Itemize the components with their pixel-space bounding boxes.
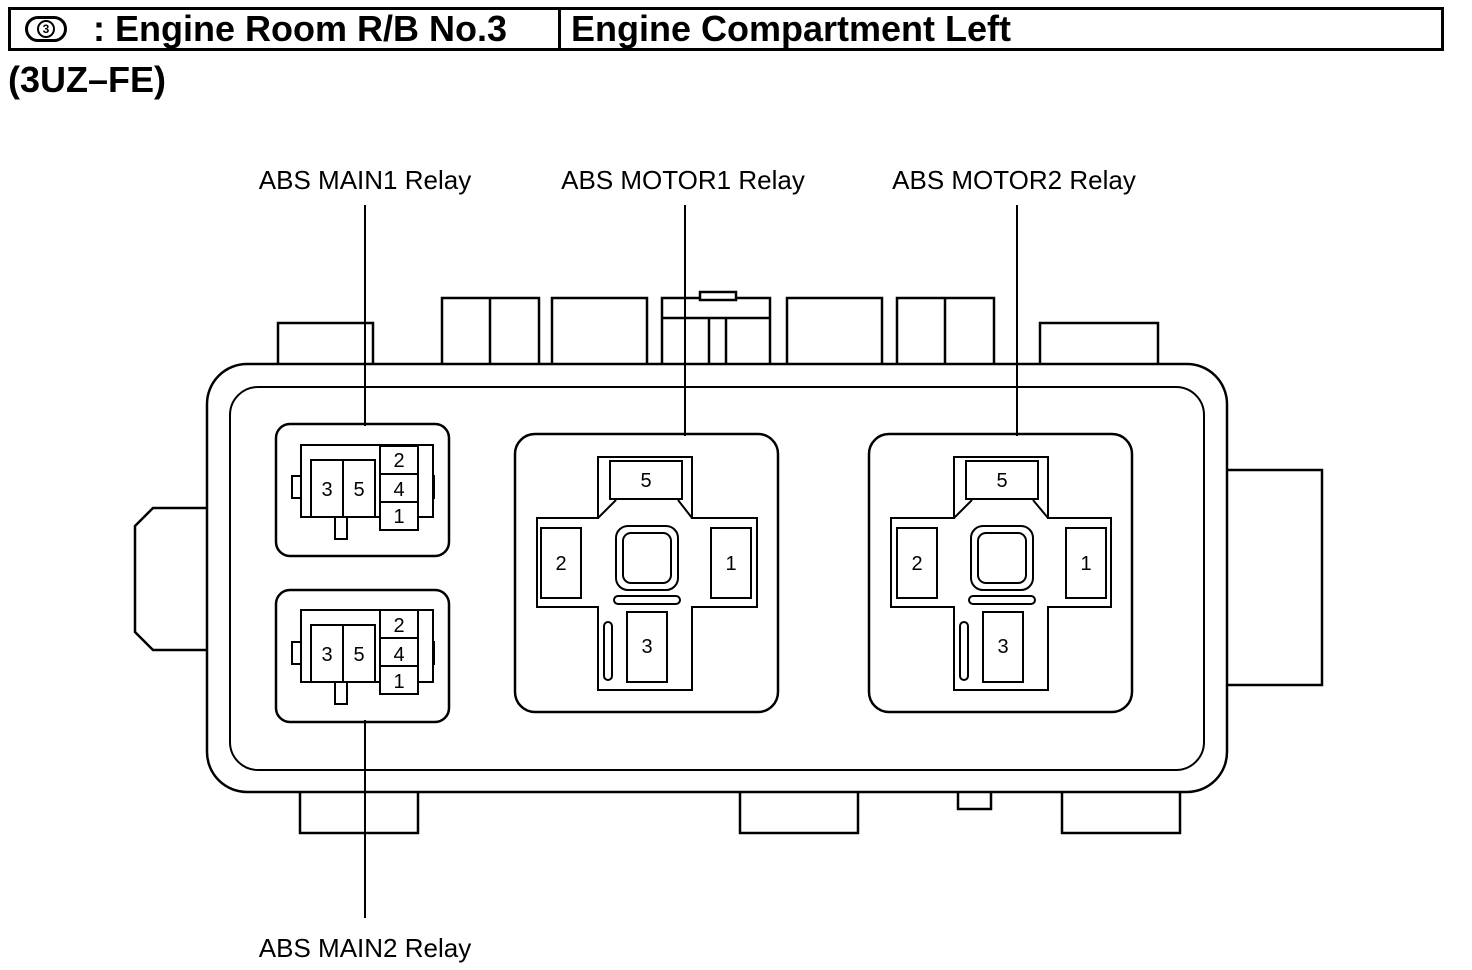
title-bar: 3 : Engine Room R/B No.3 Engine Compartm… <box>8 7 1444 51</box>
left-bracket <box>133 506 214 652</box>
title-left-cell: 3 : Engine Room R/B No.3 <box>11 10 561 48</box>
main1-pin: 2 <box>393 450 404 472</box>
abs-main2-relay-label: ABS MAIN2 Relay <box>259 933 471 963</box>
motor1-pin: 3 <box>641 636 652 658</box>
motor1-pin: 1 <box>725 553 736 575</box>
motor2-pin: 2 <box>911 553 922 575</box>
main2-pin: 2 <box>393 615 404 637</box>
relay-block-name: : Engine Room R/B No.3 <box>93 8 507 49</box>
top-connector <box>1038 321 1160 370</box>
abs-motor2-relay-label: ABS MOTOR2 Relay <box>892 165 1136 195</box>
motor2-pin: 3 <box>997 636 1008 658</box>
abs-motor1-relay-socket <box>513 432 780 714</box>
main1-pin: 3 <box>321 479 332 501</box>
abs-motor2-relay-socket <box>867 432 1134 714</box>
badge-number: 3 <box>37 20 55 38</box>
engine-variant: (3UZ–FE) <box>8 59 167 100</box>
main2-pin: 1 <box>393 671 404 693</box>
circled-number-badge: 3 <box>25 16 67 42</box>
abs-motor1-relay-label: ABS MOTOR1 Relay <box>561 165 805 195</box>
main1-pin: 5 <box>353 479 364 501</box>
abs-main1-relay-socket <box>274 422 451 558</box>
main2-pin: 4 <box>393 644 404 666</box>
top-connector <box>276 321 375 370</box>
main1-pin: 1 <box>393 506 404 528</box>
motor1-pin: 2 <box>555 553 566 575</box>
main2-pin: 5 <box>353 644 364 666</box>
location-name: Engine Compartment Left <box>571 8 1012 49</box>
main1-pin: 4 <box>393 479 404 501</box>
title-right-cell: Engine Compartment Left <box>561 10 1441 48</box>
abs-main1-relay-label: ABS MAIN1 Relay <box>259 165 471 195</box>
motor2-pin: 1 <box>1080 553 1091 575</box>
motor1-pin: 5 <box>640 470 651 492</box>
motor2-pin: 5 <box>996 470 1007 492</box>
abs-main2-relay-socket <box>274 588 451 724</box>
right-connector <box>1208 468 1324 687</box>
main2-pin: 3 <box>321 644 332 666</box>
